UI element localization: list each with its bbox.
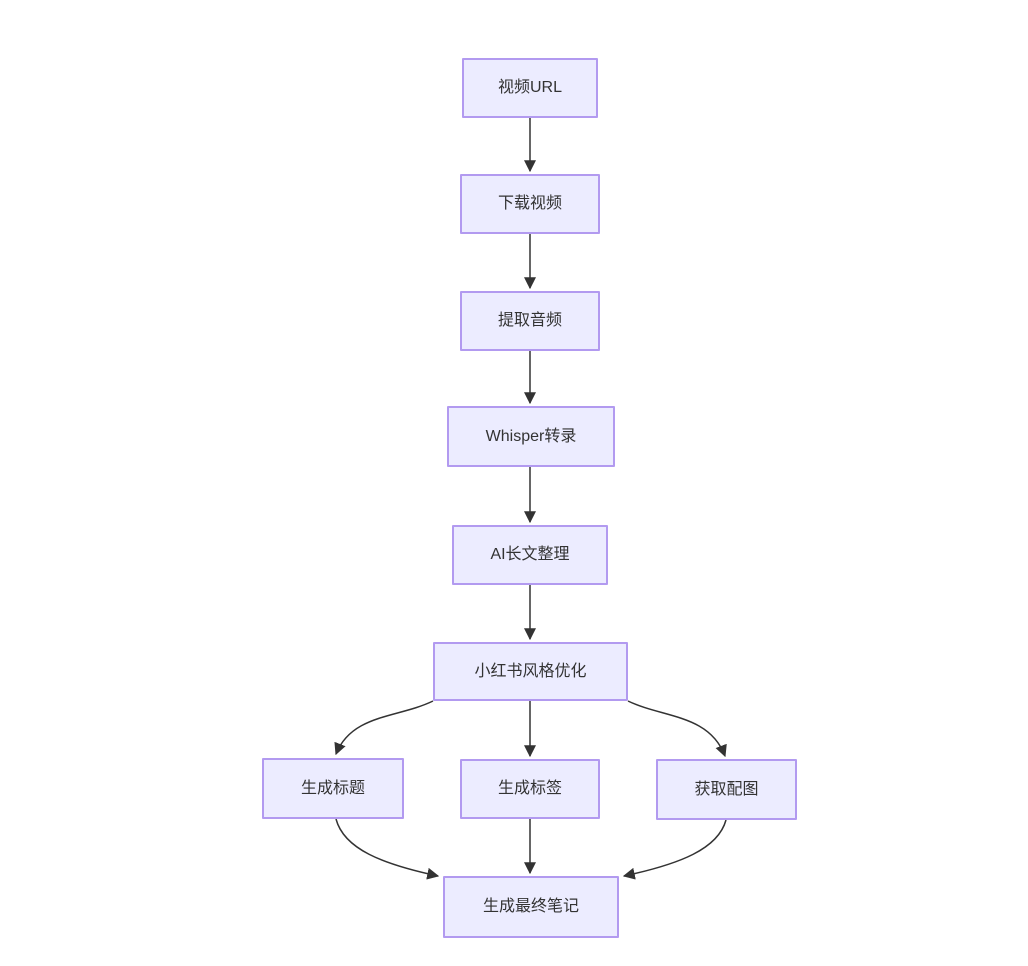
node-generate-final-note: 生成最终笔记	[443, 876, 619, 938]
node-label: 生成标签	[497, 780, 562, 798]
node-label: 生成最终笔记	[482, 898, 579, 916]
node-label: 小红书风格优化	[474, 662, 587, 680]
edge-gen-title-to-final	[335, 818, 440, 880]
node-label: 视频URL	[497, 79, 562, 97]
node-ai-longtext-organize: AI长文整理	[452, 525, 608, 585]
node-extract-audio: 提取音频	[460, 291, 600, 351]
node-xiaohongshu-style-optimize: 小红书风格优化	[433, 642, 628, 701]
node-generate-title: 生成标题	[262, 758, 404, 819]
node-video-url: 视频URL	[462, 58, 598, 118]
node-get-images: 获取配图	[656, 759, 797, 820]
node-label: 获取配图	[694, 780, 759, 798]
edge-get-images-to-final	[622, 819, 727, 880]
node-download-video: 下载视频	[460, 174, 600, 234]
edge-style-to-get-images	[627, 700, 727, 758]
node-generate-tags: 生成标签	[460, 759, 600, 819]
node-whisper-transcribe: Whisper转录	[447, 406, 615, 467]
node-label: Whisper转录	[485, 427, 577, 445]
node-label: 提取音频	[497, 312, 562, 330]
node-label: AI长文整理	[490, 546, 570, 564]
node-label: 下载视频	[497, 195, 562, 213]
edge-style-to-gen-title	[334, 700, 434, 756]
node-label: 生成标题	[300, 779, 365, 797]
